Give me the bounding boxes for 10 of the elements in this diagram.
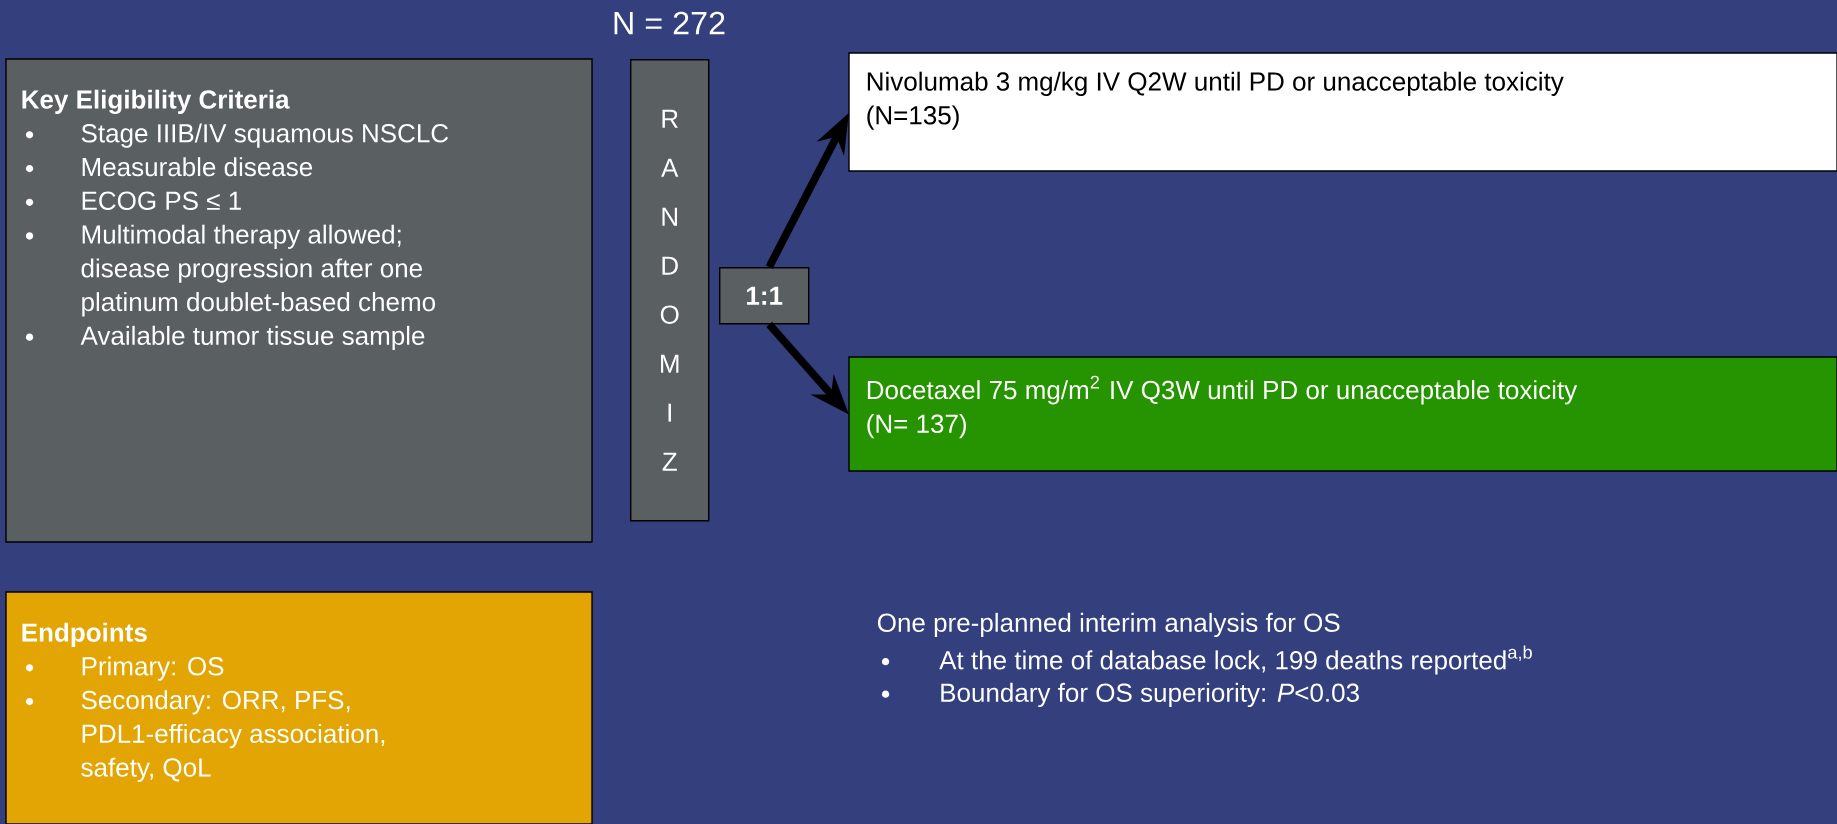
- treatment-box: Docetaxel 75 mg/m$^{2}$ IV Q3W until PD or unacceptable toxicity (N= 137): [848, 356, 1837, 472]
- note-text: One pre-planned interim analysis for OS: [877, 612, 1340, 638]
- randomize-bar: R A N D O M I Z: [630, 58, 710, 522]
- endpoints-box: Endpoints Primary: OS Secondary: ORR, PFS, PDL1-efficacy association, safety, QoL: [5, 591, 593, 824]
- criteria-box: Key Eligibility Criteria Stage IIIB/IV squamous NSCLC Measurable disease ECOG PS ≤ 1 Multimodal therapy allowed; disease progression after one platinum doublet-based chemo Available tumor tissue sample: [5, 58, 593, 543]
- ratio-box: 1:1: [719, 266, 810, 325]
- sample-size-label: N = 272: [614, 11, 725, 35]
- note-bullet: Boundary for OS superiority: P<0.03: [881, 682, 1359, 708]
- treatment-box: Nivolumab 3 mg/kg IV Q2W until PD or unacceptable toxicity (N=135): [848, 52, 1837, 172]
- note-bullet: At the time of database lock, 199 deaths reported$^{a,b}$: [881, 645, 1532, 675]
